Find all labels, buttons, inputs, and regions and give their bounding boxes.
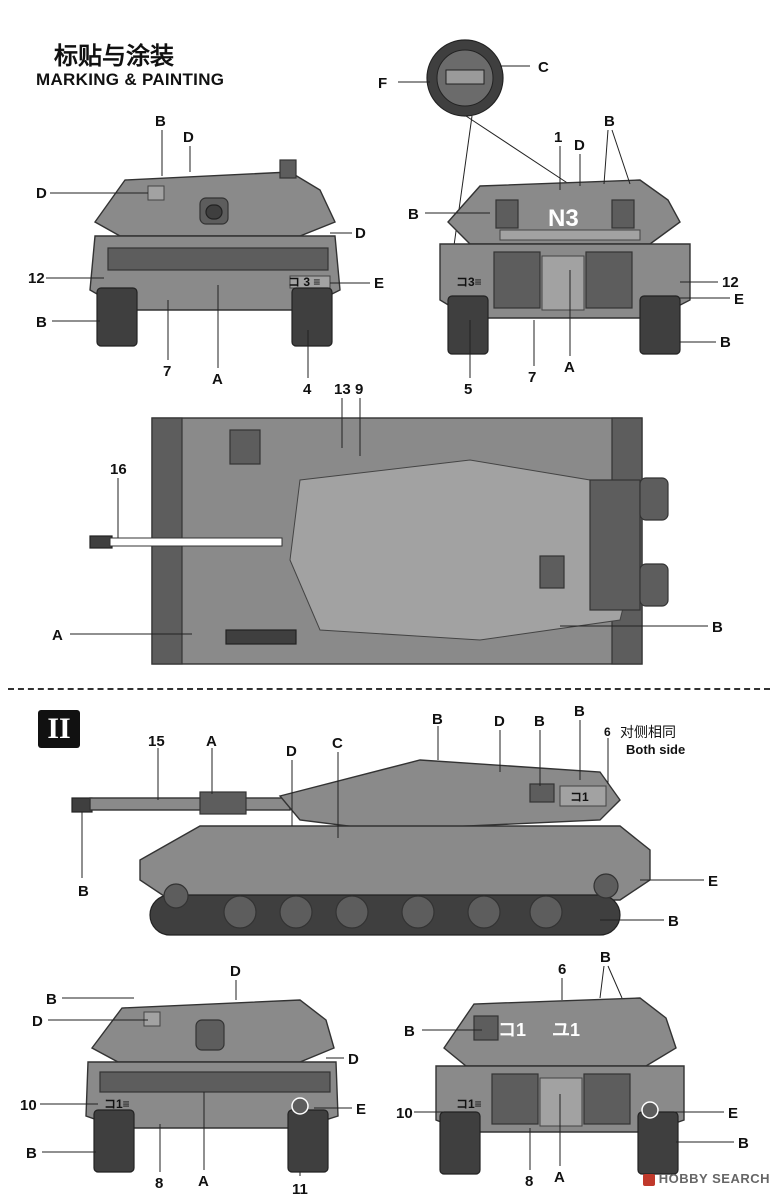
label-A: A (198, 1173, 209, 1190)
label-B: B (46, 991, 57, 1008)
label-A: A (564, 359, 575, 376)
label-D: D (36, 185, 47, 202)
label-B: B (600, 949, 611, 966)
front-view-2: コ1≡ D B D D 10 E B 8 A 11 (20, 963, 366, 1198)
label-B: B (574, 703, 585, 720)
turret-decal: N3 (548, 205, 579, 232)
scheme-number-badge: II (38, 710, 80, 748)
label-E: E (734, 291, 744, 308)
label-7: 7 (163, 363, 171, 380)
label-B: B (738, 1135, 749, 1152)
label-A: A (554, 1169, 565, 1186)
label-6: 6 (558, 961, 566, 978)
label-B: B (78, 883, 89, 900)
label-B: B (36, 314, 47, 331)
label-D: D (574, 137, 585, 154)
label-C: C (538, 59, 549, 76)
label-12: 12 (722, 274, 739, 291)
label-E: E (356, 1101, 366, 1118)
label-B: B (404, 1023, 415, 1040)
title-english: MARKING & PAINTING (36, 70, 225, 89)
label-E: E (708, 873, 718, 890)
label-7: 7 (528, 369, 536, 386)
label-15: 15 (148, 733, 165, 750)
rear-view-1: C F N3 コ3≡ 1 D B B 12 E B (378, 39, 744, 398)
label-8: 8 (525, 1173, 533, 1190)
label-16: 16 (110, 461, 127, 478)
label-B: B (155, 113, 166, 130)
label-B: B (712, 619, 723, 636)
label-B: B (668, 913, 679, 930)
watermark-logo-icon (642, 1173, 655, 1186)
label-A: A (52, 627, 63, 644)
label-A: A (206, 733, 217, 750)
plate-decal: コ3≡ (456, 275, 482, 289)
label-B: B (604, 113, 615, 130)
top-view: 16 13 9 A B (52, 381, 723, 665)
label-E: E (728, 1105, 738, 1122)
side-decal: コ1 (570, 790, 589, 804)
watermark-text: HOBBY SEARCH (658, 1171, 770, 1186)
label-D: D (286, 743, 297, 760)
label-1: 1 (554, 129, 562, 146)
plate-decal: コ1≡ (104, 1097, 130, 1111)
label-B: B (408, 206, 419, 223)
label-10: 10 (396, 1105, 413, 1122)
side-view: コ1 15 A D C B D B B 6 B E B (71, 703, 718, 936)
label-11: 11 (292, 1181, 308, 1198)
watermark: HOBBY SEARCH (642, 1171, 770, 1186)
label-E: E (374, 275, 384, 292)
label-D: D (230, 963, 241, 980)
label-9: 9 (355, 381, 363, 398)
label-B: B (720, 334, 731, 351)
label-B: B (432, 711, 443, 728)
label-D: D (348, 1051, 359, 1068)
label-6: 6 (604, 725, 611, 739)
turret-decal-middle: ユ1 (552, 1020, 580, 1040)
label-B: B (534, 713, 545, 730)
label-A: A (212, 371, 223, 388)
plate-decal: コ1≡ (456, 1097, 482, 1111)
label-C: C (332, 735, 343, 752)
label-D: D (355, 225, 366, 242)
front-view-1: コ 3 ≡ B D D D 12 E B 7 A 4 (28, 113, 384, 398)
label-D: D (32, 1013, 43, 1030)
label-5: 5 (464, 381, 472, 398)
label-13: 13 (334, 381, 351, 398)
label-D: D (494, 713, 505, 730)
label-D: D (183, 129, 194, 146)
both-side-note-en: Both side (626, 742, 686, 757)
both-side-note-cn: 对侧相同 (620, 725, 676, 741)
plate-decal: コ 3 ≡ (288, 275, 320, 289)
title-chinese: 标贴与涂装 (54, 42, 174, 70)
label-10: 10 (20, 1097, 37, 1114)
turret-decal-left: コ1 (498, 1020, 526, 1040)
label-8: 8 (155, 1175, 163, 1192)
rear-view-2: コ1 ユ1 コ1≡ 6 B B 10 E B 8 A (396, 949, 749, 1190)
label-12: 12 (28, 270, 45, 287)
label-F: F (378, 75, 387, 92)
section-divider (8, 688, 770, 690)
label-B: B (26, 1145, 37, 1162)
label-4: 4 (303, 381, 312, 398)
